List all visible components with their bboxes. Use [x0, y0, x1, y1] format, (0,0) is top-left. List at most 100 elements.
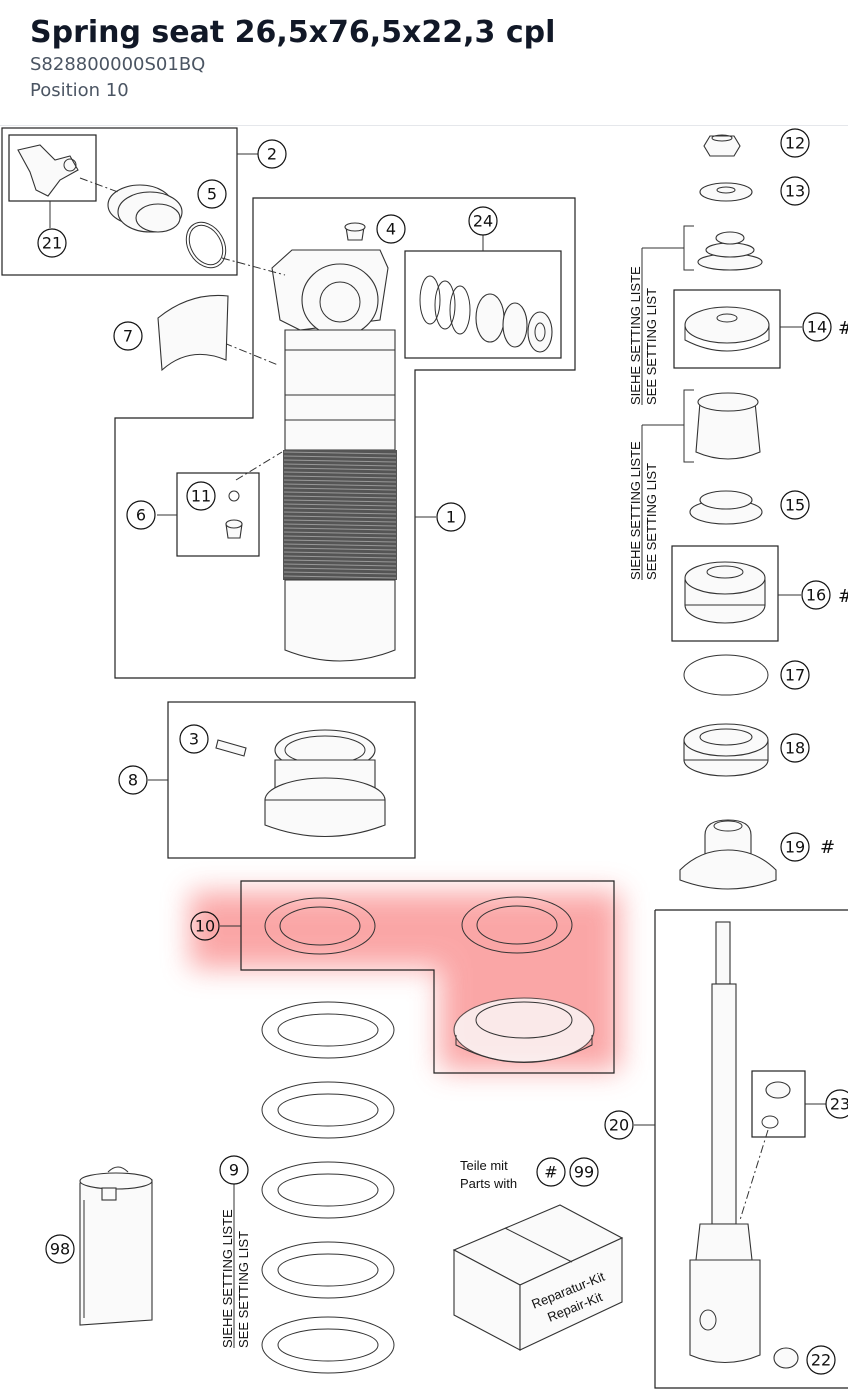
- callout-7[interactable]: 7: [113, 321, 143, 351]
- part-number: S828800000S01BQ: [30, 54, 206, 75]
- callout-4[interactable]: 4: [376, 214, 406, 244]
- callout-8[interactable]: 8: [118, 765, 148, 795]
- part-13-washer[interactable]: [699, 182, 753, 202]
- part-19-bump-rubber[interactable]: [679, 819, 777, 890]
- page-header: Spring seat 26,5x76,5x22,3 cpl S82880000…: [0, 0, 848, 126]
- callout-label: 14: [807, 318, 827, 337]
- callout-label: 98: [50, 1240, 70, 1259]
- callout-label: 11: [191, 487, 211, 506]
- callout-13[interactable]: 13: [780, 176, 810, 206]
- callout-label: 18: [785, 739, 805, 758]
- group-1-shock-body[interactable]: [114, 197, 576, 679]
- callout-label: 17: [785, 666, 805, 685]
- spring-coil-inner: [277, 1173, 379, 1207]
- group-20-piston-rod[interactable]: [634, 909, 848, 1389]
- callout-14[interactable]: 14: [802, 312, 832, 342]
- part-18-bump-stop-cup[interactable]: [683, 723, 769, 777]
- callout-23[interactable]: 23: [825, 1089, 848, 1119]
- callout-label: 4: [386, 220, 396, 239]
- callout-22[interactable]: 22: [806, 1345, 836, 1375]
- callout-21[interactable]: 21: [37, 228, 67, 258]
- kit-note-de: Teile mit: [460, 1158, 508, 1173]
- callout-2[interactable]: 2: [257, 139, 287, 169]
- part-98-oil-can[interactable]: [79, 1166, 153, 1326]
- repair-kit-box[interactable]: Reparatur-Kit Repair-Kit: [452, 1204, 624, 1351]
- spring-coil-inner: [277, 1253, 379, 1287]
- callout-label: 2: [267, 145, 277, 164]
- callout-label: 5: [207, 185, 217, 204]
- group-10-spring-seat[interactable]: [220, 880, 615, 1074]
- callout-12[interactable]: 12: [780, 128, 810, 158]
- callout-label: 6: [136, 506, 146, 525]
- part-4-plug[interactable]: [344, 222, 366, 241]
- callout-17[interactable]: 17: [780, 660, 810, 690]
- group-6-valve[interactable]: [157, 451, 283, 557]
- callout-24[interactable]: 24: [468, 206, 498, 236]
- callout-hash[interactable]: #: [536, 1157, 566, 1187]
- callout-label: 1: [446, 508, 456, 527]
- hash-mark-14: #: [838, 318, 848, 339]
- callout-16[interactable]: 16: [801, 580, 831, 610]
- callout-9[interactable]: 9: [219, 1155, 249, 1185]
- spring-coil: [261, 1161, 395, 1219]
- callout-label: 13: [785, 182, 805, 201]
- spring-coil-inner: [277, 1093, 379, 1127]
- part-17-circlip[interactable]: [683, 654, 769, 696]
- callout-label: 9: [229, 1161, 239, 1180]
- hash-mark-16: #: [838, 586, 848, 607]
- spring-coil-inner: [277, 1328, 379, 1362]
- setting-label-en-3: SEE SETTING LIST: [236, 1231, 251, 1348]
- spring-coil: [261, 1001, 395, 1059]
- spring-coil-inner: [277, 1013, 379, 1047]
- callout-label: 99: [574, 1163, 594, 1182]
- callout-label: 19: [785, 838, 805, 857]
- callout-label: 24: [473, 212, 493, 231]
- group-24-seals[interactable]: [404, 233, 562, 359]
- callout-label: 23: [830, 1095, 848, 1114]
- callout-10[interactable]: 10: [190, 911, 220, 941]
- spring-coil: [261, 1241, 395, 1299]
- part-16-piston[interactable]: [671, 545, 801, 642]
- callout-label: 12: [785, 134, 805, 153]
- group-8-preload-adjuster[interactable]: [148, 701, 416, 859]
- callout-5[interactable]: 5: [197, 179, 227, 209]
- exploded-parts-diagram: Reparatur-Kit Repair-Kit Teile mit Parts…: [1, 127, 848, 1389]
- setting-label-en-1: SEE SETTING LIST: [644, 288, 659, 405]
- callout-18[interactable]: 18: [780, 733, 810, 763]
- callout-6[interactable]: 6: [126, 500, 156, 530]
- part-12-nut[interactable]: [703, 134, 741, 157]
- callout-label: 22: [811, 1351, 831, 1370]
- hash-mark-19: #: [820, 837, 835, 858]
- setting-label-de-1: SIEHE SETTING LISTE: [628, 266, 643, 405]
- callout-15[interactable]: 15: [780, 490, 810, 520]
- part-15-shim[interactable]: [689, 490, 763, 525]
- callout-label: 3: [189, 730, 199, 749]
- callout-20[interactable]: 20: [604, 1110, 634, 1140]
- callout-3[interactable]: 3: [179, 724, 209, 754]
- part-14-piston-assembly[interactable]: [642, 225, 802, 369]
- callout-label: 20: [609, 1116, 629, 1135]
- callout-label: 8: [128, 771, 138, 790]
- callout-label: 7: [123, 327, 133, 346]
- callout-label: #: [544, 1163, 557, 1182]
- spring-coil: [261, 1316, 395, 1374]
- callout-11[interactable]: 11: [186, 481, 216, 511]
- part-7-sticker[interactable]: [157, 294, 229, 372]
- page-title: Spring seat 26,5x76,5x22,3 cpl: [30, 15, 556, 50]
- callout-19[interactable]: 19: [780, 832, 810, 862]
- setting-label-de-3: SIEHE SETTING LISTE: [220, 1209, 235, 1348]
- spring-coil: [261, 1081, 395, 1139]
- group-2-adjuster[interactable]: [1, 127, 258, 276]
- callout-99[interactable]: 99: [569, 1157, 599, 1187]
- part-stack-upper[interactable]: [642, 389, 761, 463]
- callout-label: 16: [806, 586, 826, 605]
- part-9-spring[interactable]: [261, 1001, 395, 1374]
- setting-label-de-2: SIEHE SETTING LISTE: [628, 441, 643, 580]
- callout-label: 10: [195, 917, 215, 936]
- callout-label: 15: [785, 496, 805, 515]
- setting-label-en-2: SEE SETTING LIST: [644, 463, 659, 580]
- callout-1[interactable]: 1: [436, 502, 466, 532]
- callout-98[interactable]: 98: [45, 1234, 75, 1264]
- position-label: Position 10: [30, 80, 129, 101]
- kit-note-en: Parts with: [460, 1176, 517, 1191]
